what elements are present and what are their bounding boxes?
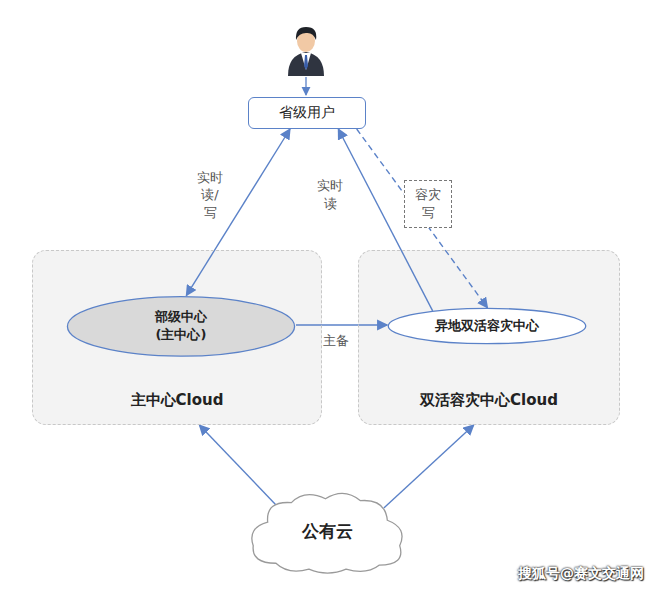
- edge-label: 实时 读: [317, 177, 343, 212]
- connector-arrow: [384, 425, 474, 508]
- connector-arrow: [296, 324, 387, 325]
- edge-label: 容灾 写: [404, 180, 452, 227]
- cloud-region: 双活容灾中心Cloud 异地双活容灾中心: [358, 250, 620, 425]
- center-ellipse: 异地双活容灾中心: [387, 308, 587, 344]
- edge-label: 实时 读/写: [197, 169, 223, 222]
- node-text: 双活容灾中心Cloud: [420, 391, 558, 410]
- watermark: 搜狐号@赛文交通网: [518, 565, 644, 583]
- cloud-region: 主中心Cloud 部级中心 (主中心): [32, 250, 322, 425]
- node-text: 异地双活容灾中心: [435, 317, 539, 335]
- edge-label: 主备: [323, 332, 349, 350]
- user-box: 省级用户: [248, 97, 366, 129]
- person-icon: [288, 27, 324, 76]
- ellipse-outline: [66, 296, 296, 357]
- center-ellipse: 部级中心 (主中心): [66, 296, 296, 357]
- connector-arrow: [357, 129, 488, 308]
- node-text: 公有云: [302, 520, 353, 543]
- node-text: 部级中心 (主中心): [155, 308, 207, 343]
- connector-arrow: [186, 129, 290, 296]
- region-fill: [358, 250, 620, 425]
- node-text: 省级用户: [279, 104, 335, 122]
- user-arrow: [305, 77, 306, 95]
- node-text: 主中心Cloud: [131, 391, 224, 410]
- connector-arrow: [199, 425, 276, 505]
- public-cloud: 公有云: [245, 487, 410, 575]
- region-fill: [32, 250, 322, 425]
